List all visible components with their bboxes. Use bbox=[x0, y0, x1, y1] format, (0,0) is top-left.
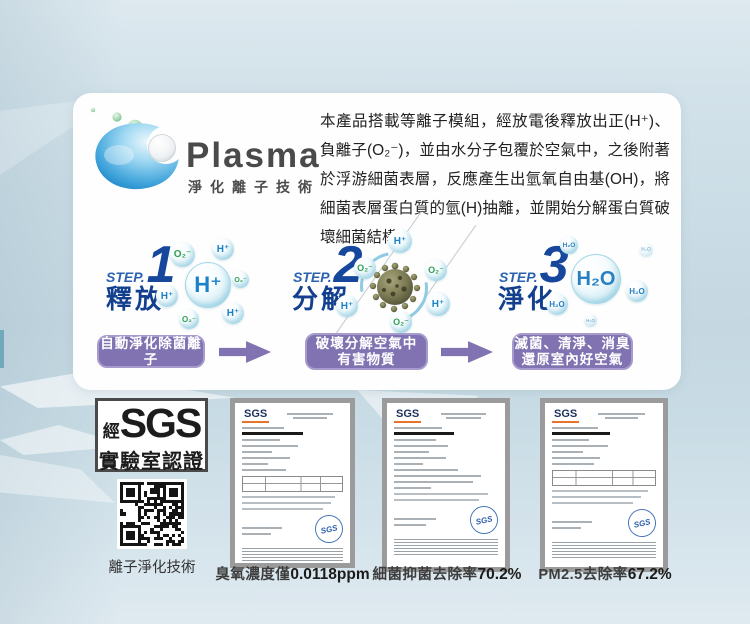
o2minus-bubble: O₂⁻ bbox=[170, 242, 195, 267]
sgs-stamp: SGS bbox=[625, 506, 659, 540]
h2o-bubble: H₂O bbox=[546, 293, 568, 315]
hplus-bubble: H⁺ bbox=[388, 229, 412, 253]
certificate-fineprint bbox=[242, 548, 343, 563]
sgs-stamp: SGS bbox=[467, 503, 501, 537]
sgs-lab-text: 實驗室認證 bbox=[99, 451, 204, 473]
h2o-bubble: H₂O bbox=[560, 236, 578, 254]
h2o-bubble: H₂O bbox=[626, 280, 648, 302]
step2-label: STEP. bbox=[293, 269, 332, 285]
flow-pill-stage3: 滅菌、清淨、消臭還原室內好空氣 bbox=[512, 333, 633, 370]
brand-name: Plasma bbox=[186, 136, 321, 175]
sgs-lab-badge: 經 SGS 實驗室認證 bbox=[95, 398, 208, 473]
o2minus-bubble: O₂⁻ bbox=[354, 257, 376, 279]
sgs-logo: SGS bbox=[242, 409, 270, 423]
step3-title: 淨化 bbox=[498, 284, 557, 314]
hplus-bubble: H⁺ bbox=[336, 295, 358, 317]
background-accent-sliver bbox=[0, 330, 4, 368]
sgs-prefix: 經 bbox=[102, 422, 120, 441]
flow-arrow-icon bbox=[219, 341, 271, 363]
certificate-table bbox=[242, 476, 343, 492]
certificate-caption: 臭氧濃度僅0.0118ppm bbox=[215, 566, 370, 583]
sgs-brand: SGS bbox=[119, 400, 203, 446]
virus-icon bbox=[369, 262, 421, 313]
flow-pill-stage1: 自動淨化除菌離子 bbox=[97, 335, 205, 368]
certificate-caption: 細菌抑菌去除率70.2% bbox=[372, 566, 522, 583]
flow-arrow-icon bbox=[441, 341, 493, 363]
h2o-main-bubble: H₂O bbox=[571, 254, 621, 304]
qr-caption: 離子淨化技術 bbox=[108, 560, 196, 576]
main-card: Plasma 淨化離子技術 本產品搭載等離子模組，經放電後釋放出正(H⁺)、負離… bbox=[73, 93, 681, 390]
certificate-thumbnail: SGS SGS bbox=[230, 398, 355, 568]
certificate-page: SGS SGS bbox=[235, 403, 350, 563]
sgs-logo: SGS bbox=[552, 409, 580, 423]
certificate-caption: PM2.5去除率67.2% bbox=[538, 566, 672, 583]
hplus-bubble: H⁺ bbox=[212, 238, 234, 260]
certificate-page: SGS SGS bbox=[545, 403, 663, 567]
certificate-page: SGS SGS bbox=[387, 403, 505, 567]
o2minus-bubble: O₂⁻ bbox=[390, 311, 412, 333]
o2minus-bubble: O₂⁻ bbox=[232, 271, 249, 288]
certificate-thumbnail: SGS SGS bbox=[540, 398, 668, 572]
sgs-stamp: SGS bbox=[312, 512, 346, 546]
o2minus-bubble: O₂⁻ bbox=[425, 259, 447, 281]
hplus-bubble: H⁺ bbox=[222, 302, 244, 324]
hplus-bubble: H⁺ bbox=[426, 292, 450, 316]
brand-subtitle: 淨化離子技術 bbox=[188, 179, 320, 195]
certificate-fineprint bbox=[394, 539, 498, 555]
o2minus-bubble: O₂⁻ bbox=[179, 309, 199, 329]
h2o-bubble: H₂O bbox=[639, 243, 653, 257]
h2o-bubble: H₂O bbox=[584, 314, 597, 327]
flow-pill-stage2: 破壞分解空氣中有害物質 bbox=[305, 333, 428, 370]
step1-header: STEP. 1 bbox=[106, 239, 176, 290]
qr-code bbox=[117, 479, 187, 549]
step1-title: 釋放 bbox=[106, 284, 165, 314]
plasma-waterdrop-logo-icon bbox=[90, 107, 185, 190]
step3-label: STEP. bbox=[499, 269, 538, 285]
step1-label: STEP. bbox=[106, 269, 145, 285]
certificate-fineprint bbox=[552, 542, 656, 558]
sgs-logo: SGS bbox=[394, 409, 422, 423]
intro-paragraph: 本產品搭載等離子模組，經放電後釋放出正(H⁺)、負離子(O₂⁻)，並由水分子包覆… bbox=[320, 113, 670, 246]
hplus-bubble: H⁺ bbox=[156, 285, 178, 307]
certificate-table bbox=[552, 470, 656, 486]
hplus-main-bubble: H⁺ bbox=[185, 262, 231, 308]
certificate-thumbnail: SGS SGS bbox=[382, 398, 510, 572]
